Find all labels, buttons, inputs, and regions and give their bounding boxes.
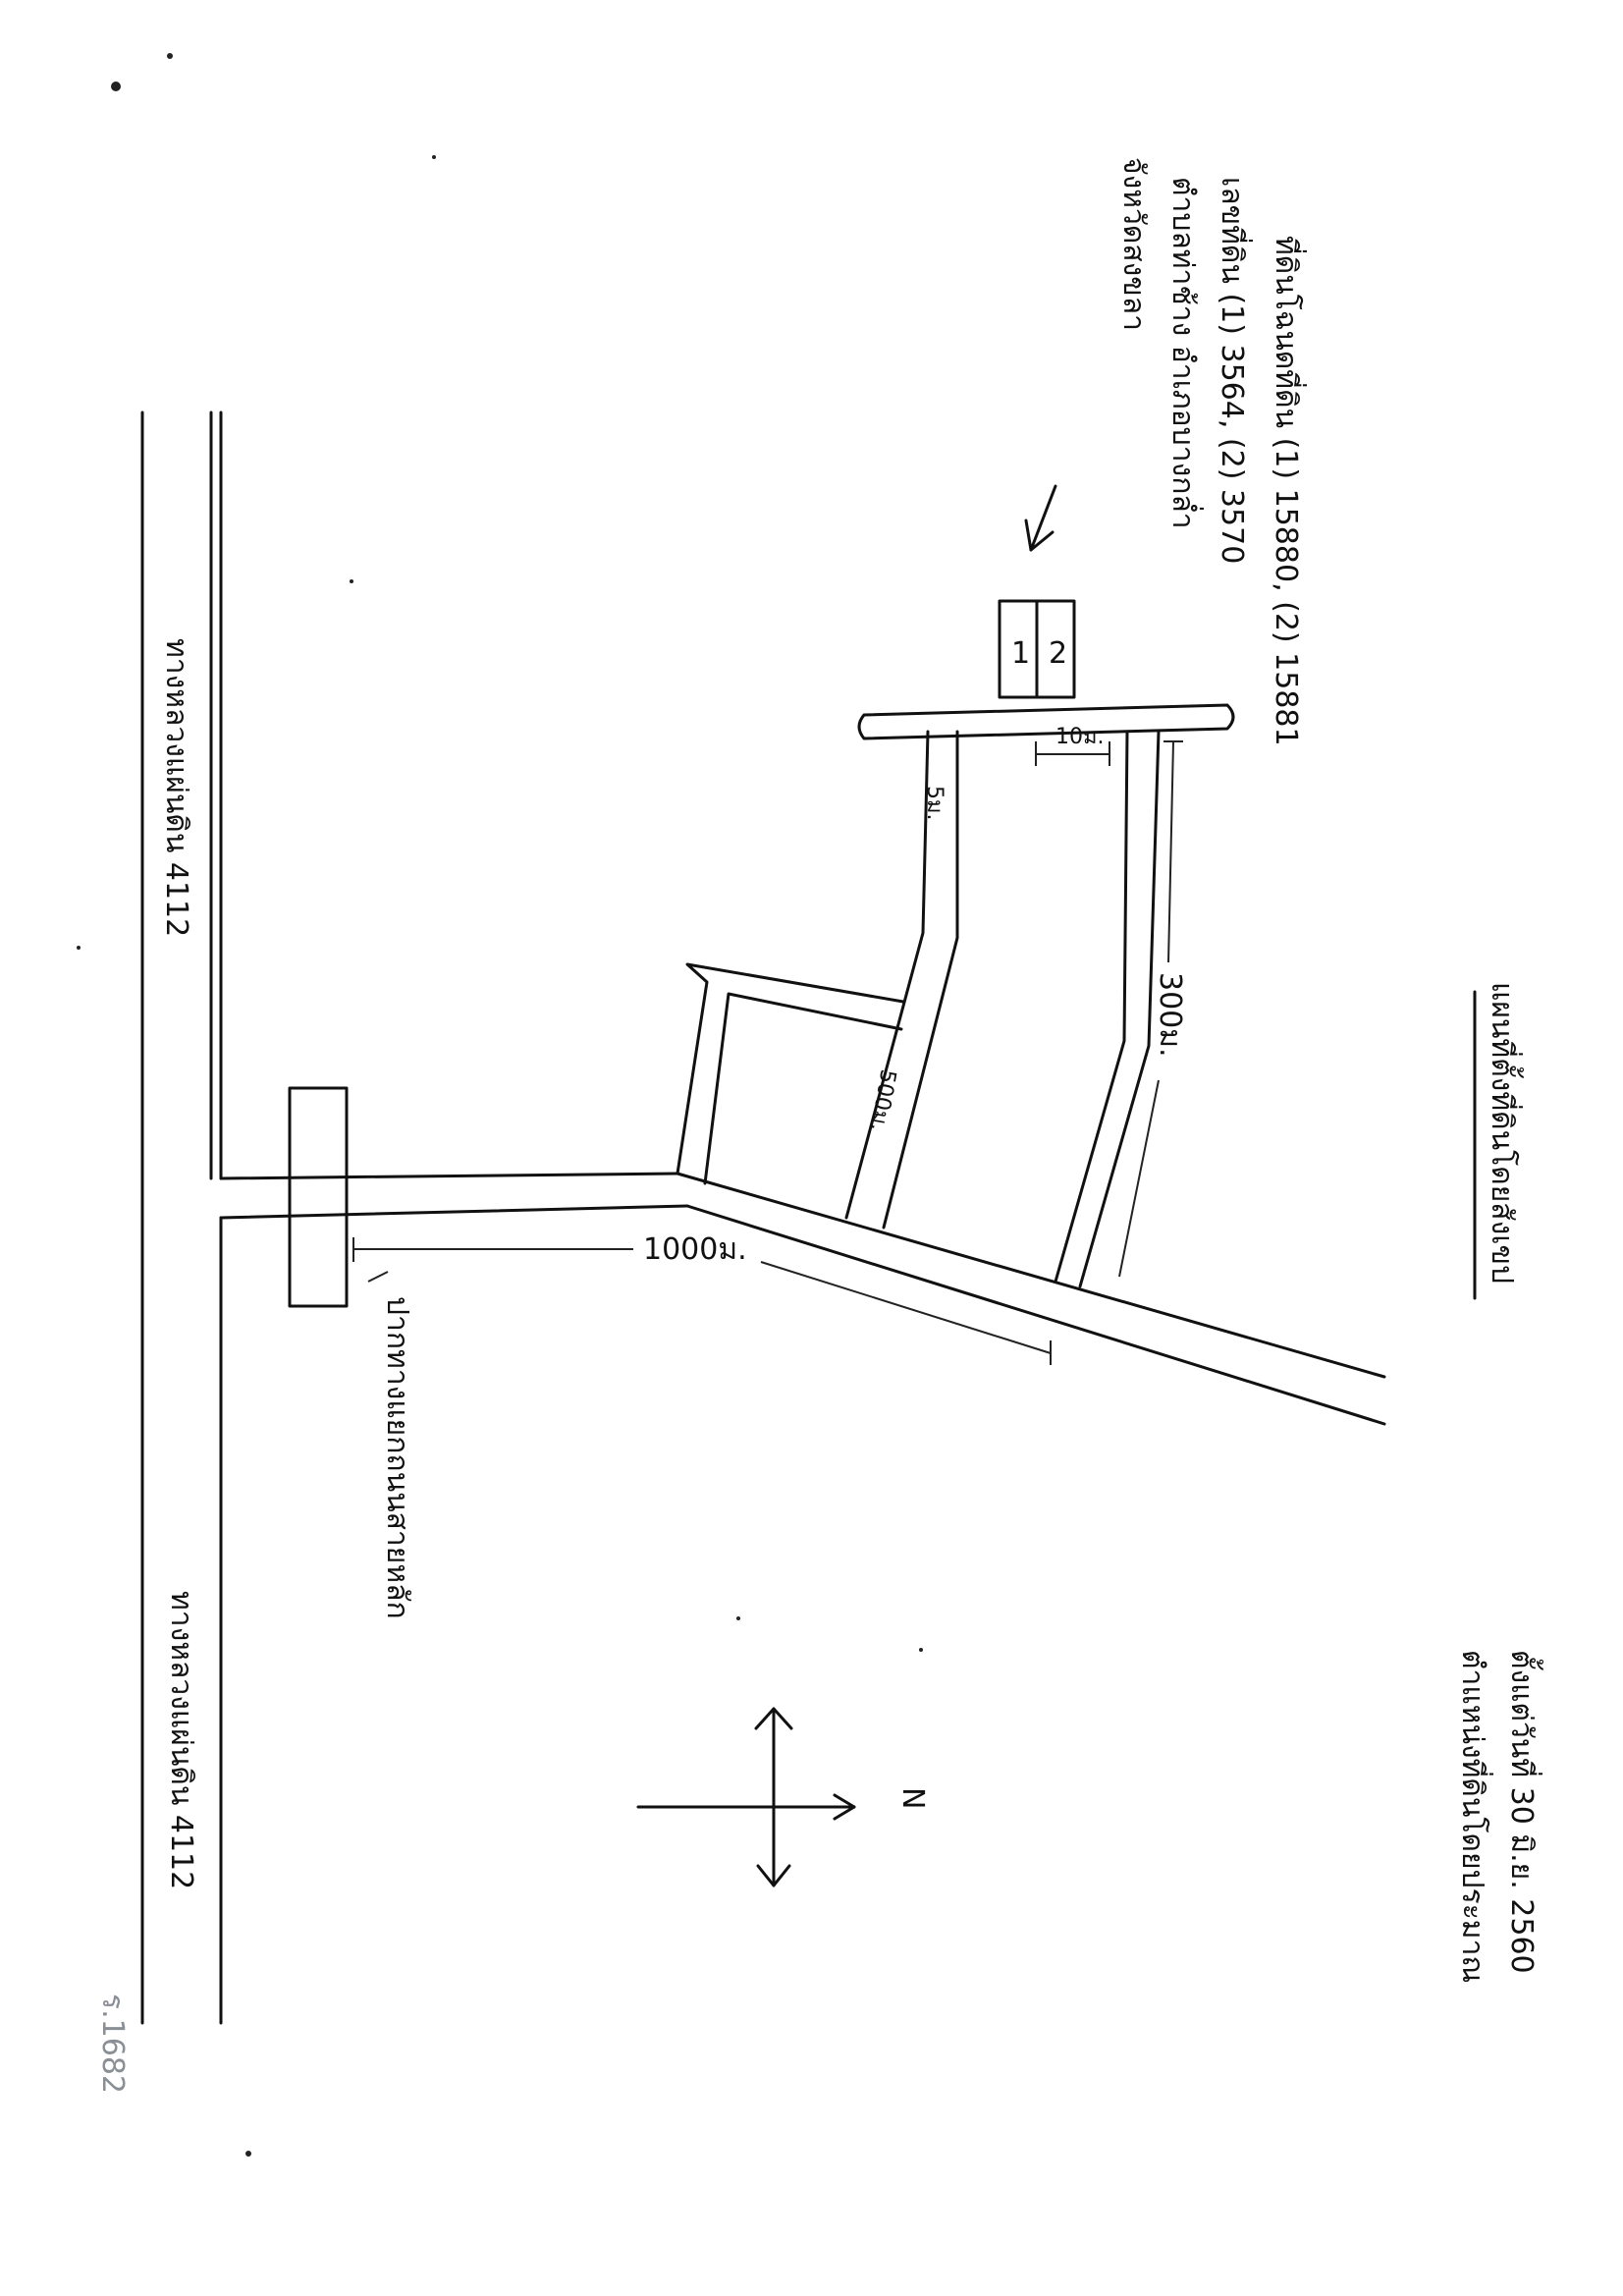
footer-note: ตั้งแต่วันที่ 30 มิ.ย. 2560 ตำแหน่งที่ดิ…: [1455, 1650, 1543, 1983]
speck: [432, 155, 436, 159]
dimension-small-top-label: 5ม.: [922, 786, 947, 821]
speck: [919, 1648, 923, 1652]
footer-line-1: ตั้งแต่วันที่ 30 มิ.ย. 2560: [1504, 1650, 1543, 1974]
dimension-long-label: 1000ม.: [643, 1232, 747, 1267]
highway-label-top: ทางหลวงแผ่นดิน 4112: [159, 638, 193, 937]
branch-note: ปากทางแยกถนนสายหลัก: [367, 1271, 414, 1619]
branch-note-text: ปากทางแยกถนนสายหลัก: [380, 1296, 414, 1619]
dimension-small-gap-label: 10ม.: [1055, 725, 1105, 749]
junction-marker: [288, 1086, 349, 1308]
dimension-right: 300ม.: [1118, 740, 1187, 1278]
speck: [245, 2151, 251, 2157]
dimension-right-label: 300ม.: [1153, 972, 1187, 1058]
description-line-2: เลขที่ดิน (1) 3564, (2) 3570: [1215, 177, 1253, 564]
heading-text: แผนที่ตั้งที่ดินโดยสังเขป: [1485, 982, 1524, 1284]
map-heading: แผนที่ตั้งที่ดินโดยสังเขป: [1473, 982, 1524, 1300]
branch-road: [219, 1172, 1386, 1426]
speck: [111, 82, 121, 91]
land-parcels: 1 2: [998, 599, 1076, 699]
dimension-long: 1000ม.: [352, 1232, 1052, 1365]
speck: [167, 53, 173, 59]
loop-road: [676, 962, 905, 1185]
parcel-description: ที่ดินโฉนดที่ดิน (1) 15880, (2) 15881 เล…: [1116, 157, 1307, 746]
pointer-arrow: [1024, 484, 1057, 552]
highway-label-bottom: ทางหลวงแผ่นดิน 4112: [164, 1591, 198, 1889]
speck: [350, 579, 353, 583]
footer-line-2: ตำแหน่งที่ดินโดยประมาณ: [1455, 1650, 1493, 1983]
dimension-mid-label: 500ม.: [865, 1067, 900, 1133]
speck: [736, 1616, 740, 1620]
dimension-small-gap: 10ม.: [1035, 725, 1110, 766]
parcel-1-label: 1: [1011, 636, 1030, 671]
access-road: [844, 730, 959, 1230]
margin-number: ร.1682: [95, 1994, 130, 2094]
speck: [77, 946, 81, 950]
north-arrow: N: [636, 1707, 930, 1887]
description-line-1: ที่ดินโฉนดที่ดิน (1) 15880, (2) 15881: [1269, 236, 1307, 746]
right-road: [1054, 730, 1161, 1288]
dimension-small-top: 5ม.: [922, 786, 947, 821]
description-line-3: ตำบลท่าช้าง อำเภอบางกล่ำ: [1165, 177, 1204, 529]
top-cross-road: [857, 703, 1235, 740]
north-symbol: N: [895, 1787, 930, 1809]
dimension-mid: 500ม.: [865, 1067, 900, 1133]
main-highway: [140, 410, 223, 2025]
description-line-4: จังหวัดสงขลา: [1116, 157, 1151, 331]
parcel-2-label: 2: [1049, 636, 1067, 671]
